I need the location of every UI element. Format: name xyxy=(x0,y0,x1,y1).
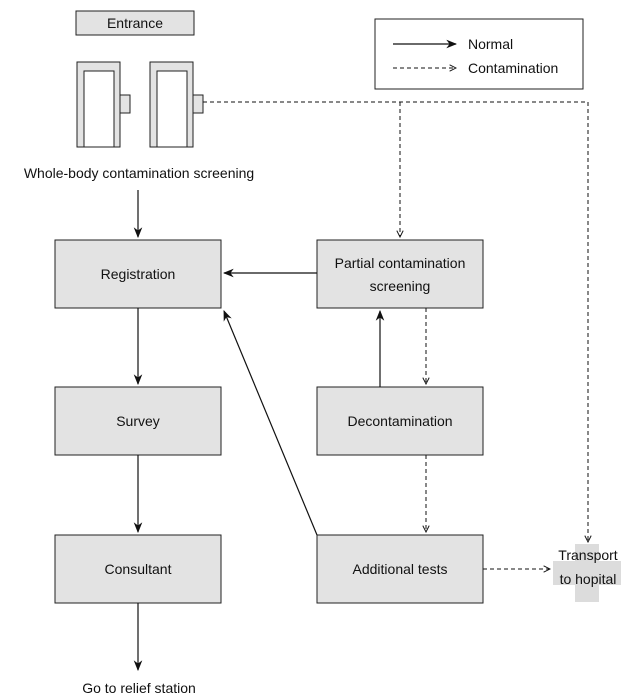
legend-normal-label: Normal xyxy=(468,36,513,52)
legend: Normal Contamination xyxy=(374,18,584,90)
partial-screening-box: Partial contamination screening xyxy=(316,239,484,309)
transport-to-hospital: Transport to hopital xyxy=(553,544,621,602)
screening-portal-icon-right xyxy=(149,61,204,148)
partial-screening-label-line1: Partial contamination xyxy=(335,255,466,271)
partial-screening-label-line2: screening xyxy=(370,278,431,294)
screening-label: Whole-body contamination screening xyxy=(24,165,254,181)
decontamination-label: Decontamination xyxy=(347,413,452,429)
transport-label-line1: Transport xyxy=(558,547,618,563)
entrance-box: Entrance xyxy=(75,10,195,36)
decontamination-box: Decontamination xyxy=(316,386,484,456)
additional-tests-box: Additional tests xyxy=(316,534,484,604)
screening-portal-icon-left xyxy=(76,61,131,148)
registration-label: Registration xyxy=(101,266,176,282)
legend-contamination-label: Contamination xyxy=(468,60,558,76)
registration-box: Registration xyxy=(54,239,222,309)
consultant-box: Consultant xyxy=(54,534,222,604)
consultant-label: Consultant xyxy=(105,561,172,577)
relief-station-label: Go to relief station xyxy=(82,680,196,696)
arrow-tests-to-registration xyxy=(223,310,318,536)
survey-label: Survey xyxy=(116,413,160,429)
additional-tests-label: Additional tests xyxy=(353,561,448,577)
transport-label-line2: to hopital xyxy=(560,571,617,587)
survey-box: Survey xyxy=(54,386,222,456)
dashed-route-to-transport xyxy=(203,101,588,542)
entrance-label: Entrance xyxy=(107,15,163,31)
